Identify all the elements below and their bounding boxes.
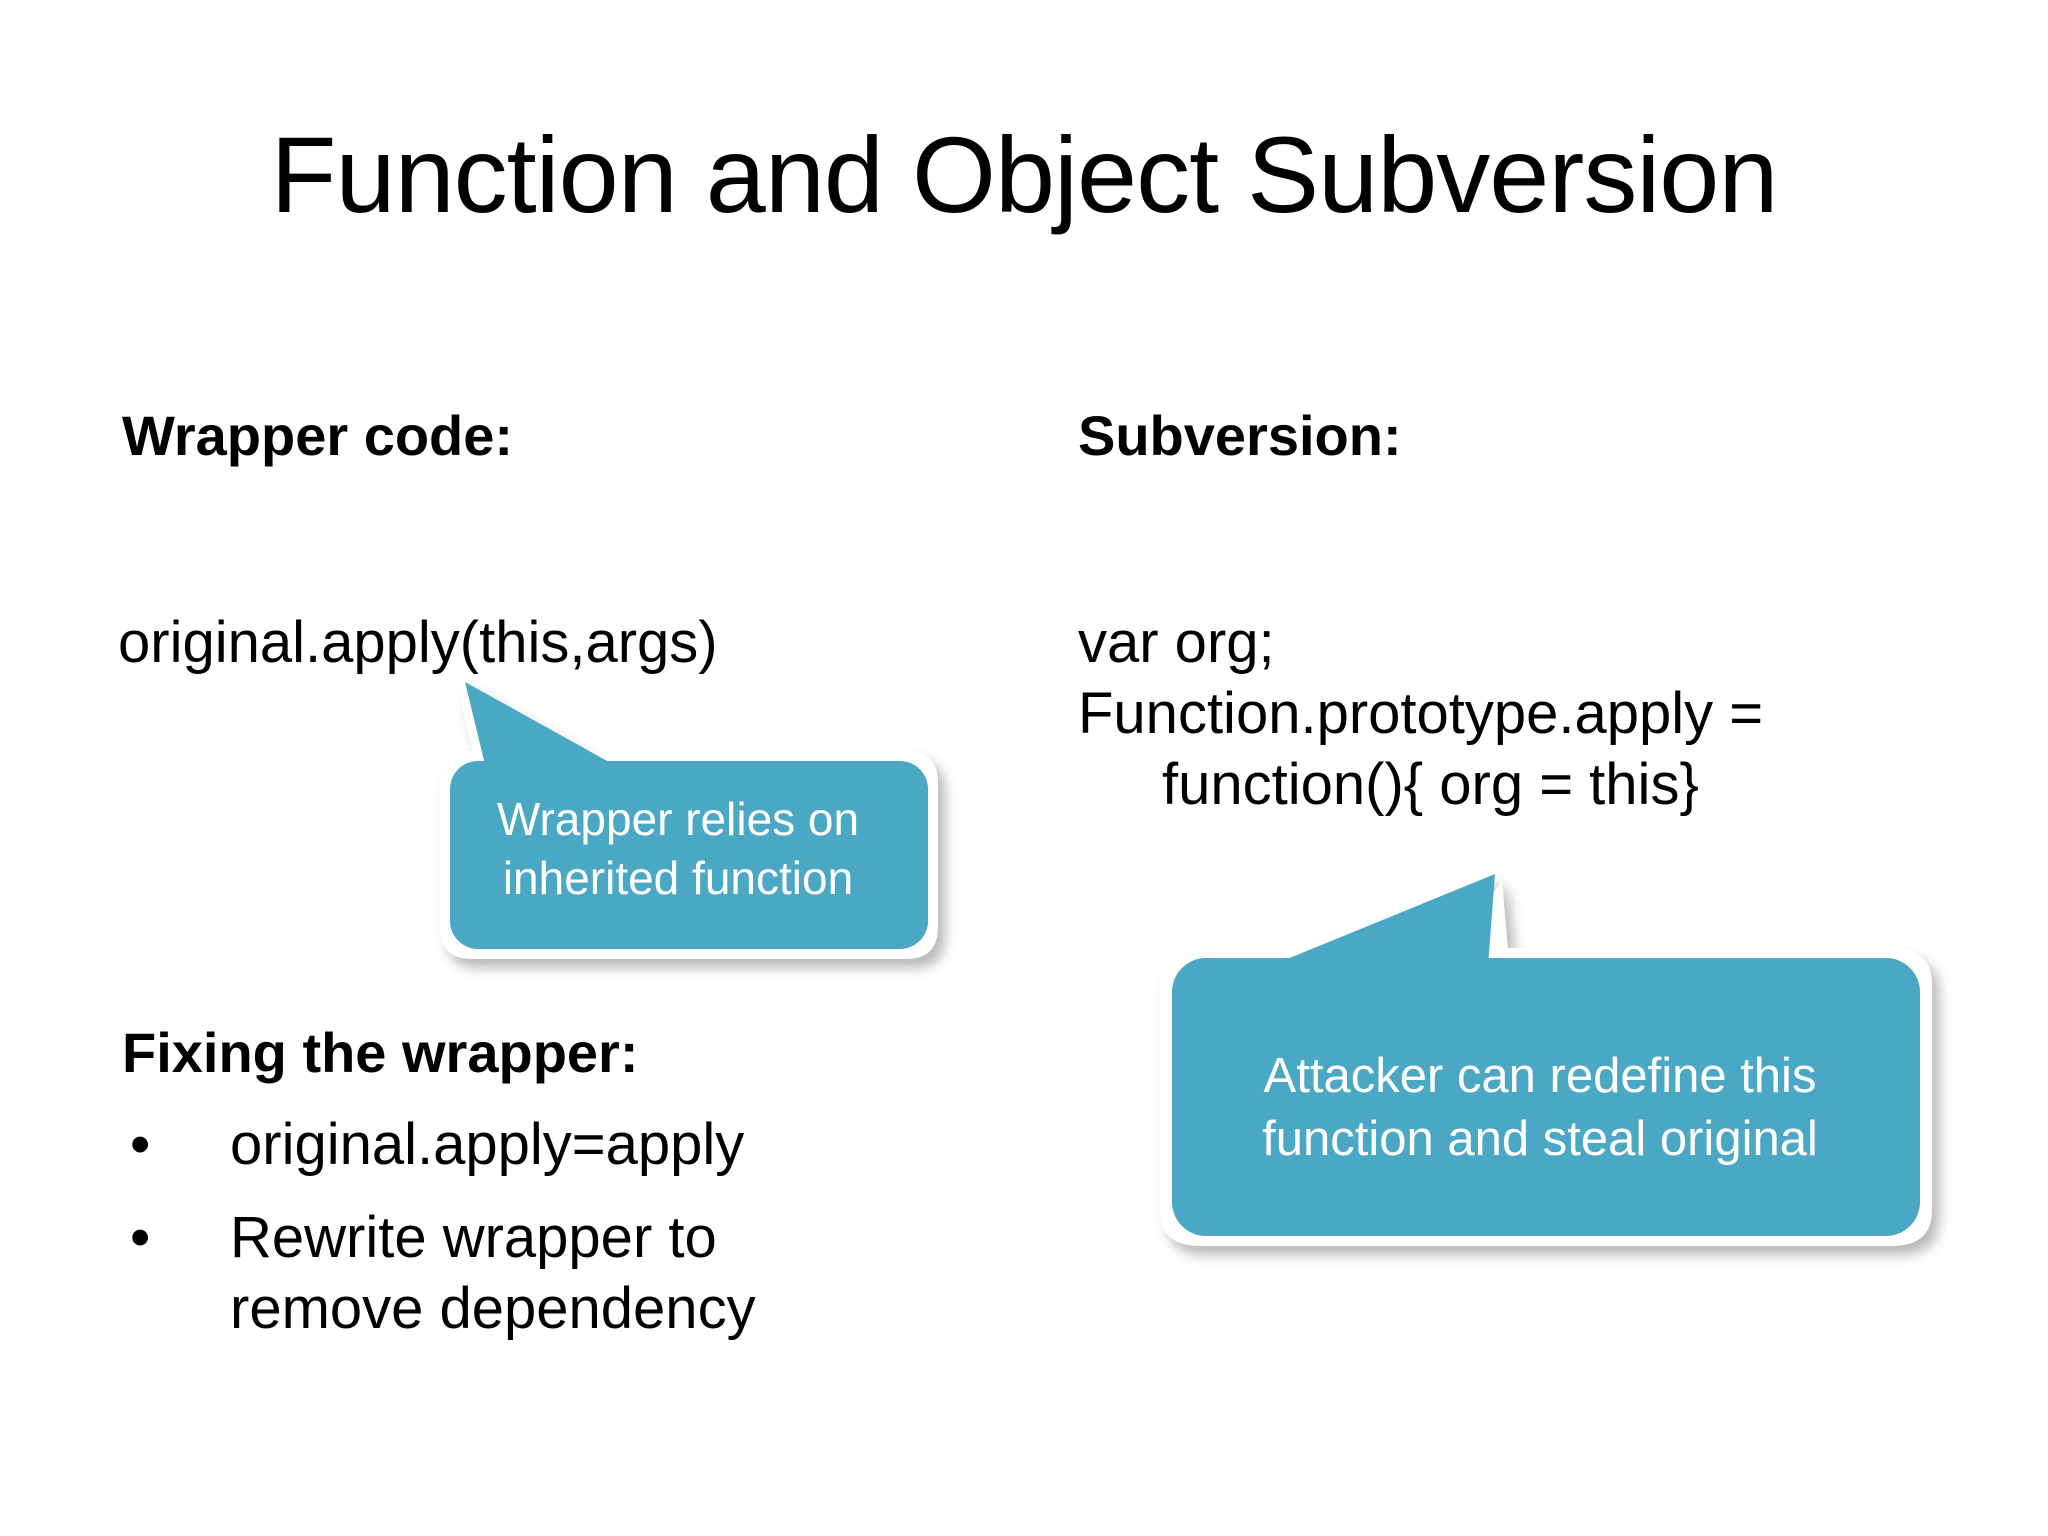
list-item-label: Rewrite wrapper to remove dependency <box>230 1204 756 1341</box>
callout-tail-icon <box>1270 874 1495 966</box>
subversion-code-line-2: Function.prototype.apply = <box>1078 680 1764 746</box>
callout-tail-icon <box>465 682 636 777</box>
callout-attacker-redefine <box>1150 862 1940 1262</box>
slide-title: Function and Object Subversion <box>270 114 1779 235</box>
list-item: • original.apply=apply <box>118 1110 878 1181</box>
list-item: • Rewrite wrapper to remove dependency <box>118 1203 878 1345</box>
callout-wrapper-relies <box>418 665 938 965</box>
bullet-marker-icon: • <box>130 1112 151 1177</box>
subversion-heading: Subversion: <box>1078 404 1402 467</box>
list-item-label: original.apply=apply <box>230 1112 745 1177</box>
fixing-bullet-list: • original.apply=apply • Rewrite wrapper… <box>118 1110 878 1366</box>
wrapper-code-snippet: original.apply(this,args) <box>118 610 718 675</box>
callout-bubble-shape <box>440 682 938 959</box>
subversion-code-line-3: function(){ org = this} <box>1162 751 1699 817</box>
subversion-code-block: var org; Function.prototype.apply = func… <box>1078 608 1978 820</box>
wrapper-code-heading: Wrapper code: <box>122 404 514 467</box>
callout-bubble-shape <box>1160 874 1932 1246</box>
fixing-the-wrapper-heading: Fixing the wrapper: <box>122 1021 639 1084</box>
subversion-code-line-1: var org; <box>1078 610 1275 675</box>
bullet-marker-icon: • <box>130 1204 151 1270</box>
